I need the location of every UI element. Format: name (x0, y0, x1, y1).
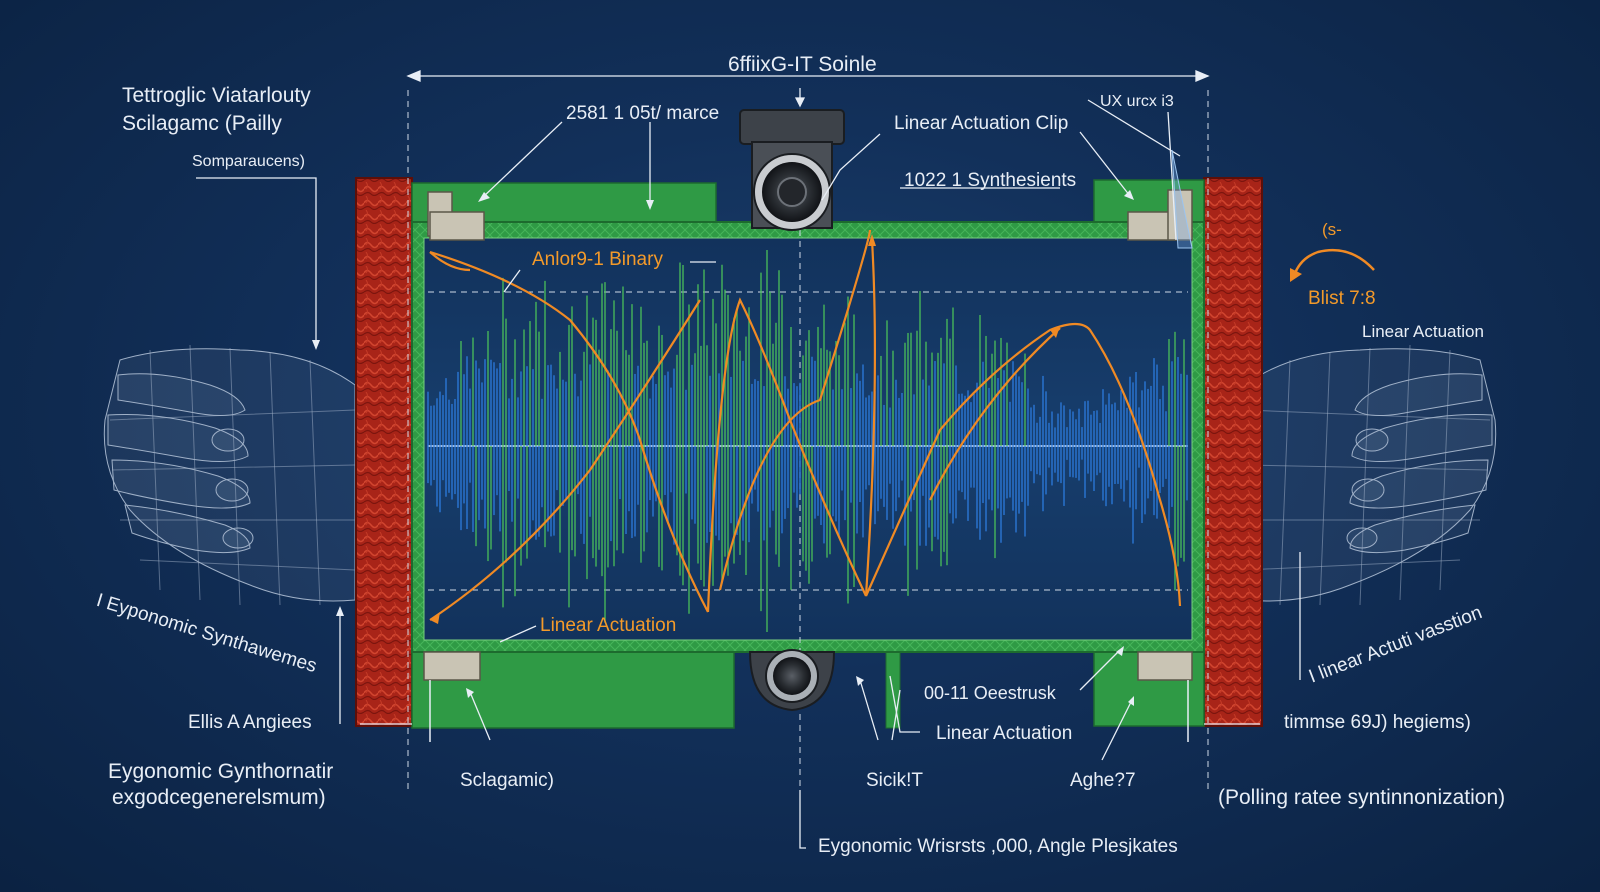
title-line-1: Tettroglic Viatarlouty (122, 84, 311, 107)
obstrusk-label: 00-11 Oeestrusk (924, 683, 1056, 703)
top-right-ux-label: UX urcx i3 (1100, 93, 1174, 110)
signal-waveform (427, 250, 1188, 632)
bottom-roller-icon (748, 649, 836, 712)
ergonomic-gynth-line-1: Eygonomic Gynthornatir (108, 760, 334, 783)
linear-actuation-lower-label: Linear Actuation (936, 723, 1073, 744)
ellis-angles-label: Ellis A Angiees (188, 712, 312, 733)
anlog-binary-label: Anlor9-1 Binary (532, 249, 663, 270)
left-hand-wireframe-icon (103, 344, 356, 606)
somparaucens-label: Somparaucens) (192, 153, 305, 170)
left-red-frame (355, 177, 413, 727)
bottom-ergonomic-label: Eygonomic Wrisrsts ,000, Angle Plesjkate… (818, 836, 1178, 857)
synthesients-label: 1022 1 Synthesients (904, 170, 1077, 191)
s-tag-label: (s- (1322, 220, 1342, 239)
sclagamic-label: Sclagamic) (460, 770, 554, 791)
top-roller-icon (739, 109, 845, 231)
blist-label: Blist 7:8 (1308, 288, 1376, 309)
right-red-frame (1203, 177, 1263, 727)
aghe-label: Aghe?7 (1070, 770, 1136, 791)
top-left-callout: 2581 1 05t/ marce (566, 103, 720, 124)
right-hand-wireframe-icon (1244, 344, 1497, 606)
corner-clips (423, 189, 1193, 681)
timmse-label: timmse 69J) hegiems) (1284, 712, 1471, 733)
linear-actuation-clip-label: Linear Actuation Clip (894, 113, 1069, 134)
polling-label: (Polling ratee syntinnonization) (1218, 786, 1506, 809)
linear-actuation-bottom-label: Linear Actuation (540, 615, 677, 636)
title-line-2: Scilagamc (Pailly (122, 112, 282, 135)
sicikt-label: Sicik!T (866, 770, 923, 791)
ergonomic-gynth-line-2: exgodcegenerelsmum) (112, 786, 326, 809)
linear-actuation-right-label: Linear Actuation (1362, 322, 1484, 341)
top-dimension-label: 6ffiixG-IT Soinle (728, 53, 877, 76)
